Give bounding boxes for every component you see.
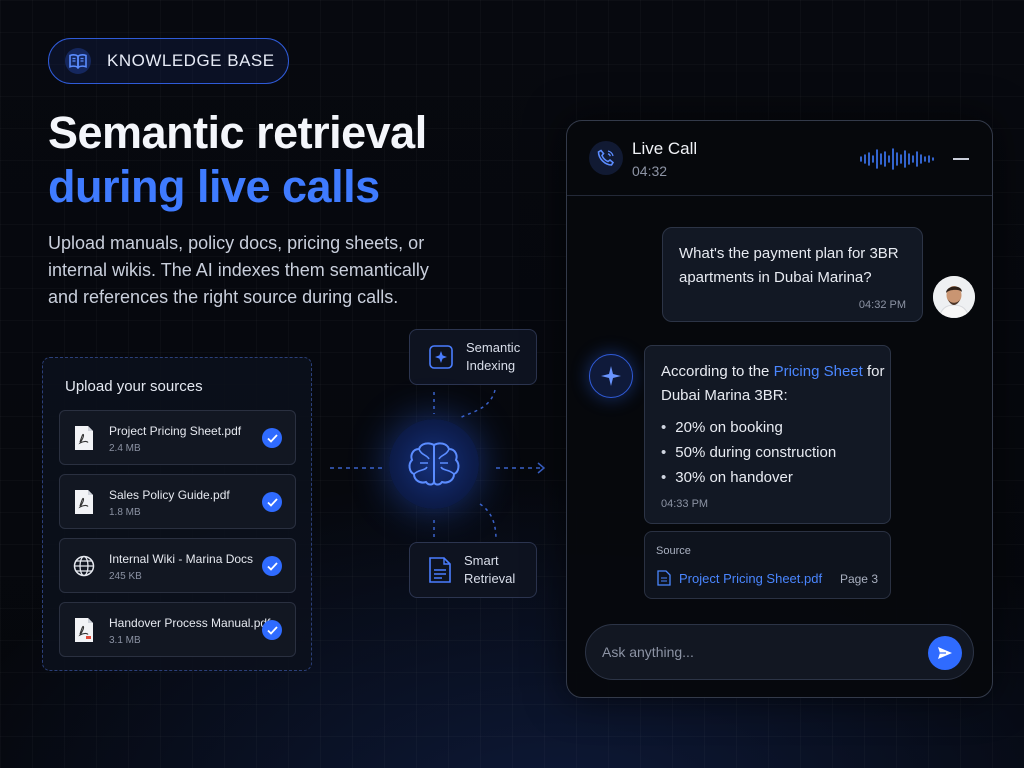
ai-sparkle-icon — [589, 354, 633, 398]
check-icon — [262, 620, 282, 640]
file-size: 3.1 MB — [109, 635, 141, 646]
pdf-icon — [75, 490, 93, 514]
page-title-line2: during live calls — [48, 161, 380, 212]
source-file-link[interactable]: Project Pricing Sheet.pdf — [679, 570, 823, 586]
user-message-text: What's the payment plan for 3BR apartmen… — [679, 245, 899, 286]
smart-retrieval-label-line1: Smart — [464, 553, 499, 568]
list-item: 30% on handover — [661, 465, 836, 490]
file-name: Sales Policy Guide.pdf — [109, 488, 230, 502]
avatar — [933, 276, 975, 318]
document-icon — [657, 570, 671, 586]
smart-retrieval-label-line2: Retrieval — [464, 571, 516, 586]
user-message-time: 04:32 PM — [858, 299, 906, 311]
ai-message-bubble: According to the Pricing Sheet for Dubai… — [644, 345, 891, 524]
file-name: Internal Wiki - Marina Docs — [109, 552, 254, 566]
ai-lead-text: According to the — [661, 363, 774, 380]
page-title-line1: Semantic retrieval — [48, 107, 427, 158]
file-size: 2.4 MB — [109, 443, 141, 454]
pdf-icon — [75, 426, 93, 450]
pricing-sheet-link[interactable]: Pricing Sheet — [773, 363, 863, 380]
file-size: 245 KB — [109, 571, 142, 582]
audio-waveform-icon — [860, 148, 934, 170]
file-item[interactable]: Sales Policy Guide.pdf 1.8 MB — [59, 474, 296, 529]
sparkle-document-icon — [429, 345, 453, 369]
file-name: Handover Process Manual.pdf — [109, 616, 271, 630]
file-size: 1.8 MB — [109, 507, 141, 518]
smart-retrieval-node: Smart Retrieval — [409, 542, 537, 598]
check-icon — [262, 556, 282, 576]
document-icon — [429, 557, 451, 583]
check-icon — [262, 492, 282, 512]
minimize-button[interactable] — [953, 158, 969, 160]
list-item: 20% on booking — [661, 415, 836, 440]
flow-connectors — [330, 389, 546, 541]
source-label: Source — [656, 545, 691, 557]
knowledge-base-badge: KNOWLEDGE BASE — [48, 38, 289, 84]
file-item[interactable]: Handover Process Manual.pdf 3.1 MB — [59, 602, 296, 657]
call-header: Live Call 04:32 — [567, 121, 992, 196]
brain-icon — [408, 442, 460, 486]
ai-message-lead: According to the Pricing Sheet for Dubai… — [661, 360, 886, 408]
semantic-indexing-label-line2: Indexing — [466, 358, 516, 373]
send-button[interactable] — [928, 636, 962, 670]
live-call-panel: Live Call 04:32 What's the payment plan … — [566, 120, 993, 698]
page-description: Upload manuals, policy docs, pricing she… — [48, 233, 429, 307]
ask-input-bar[interactable] — [585, 624, 974, 680]
file-item[interactable]: Internal Wiki - Marina Docs 245 KB — [59, 538, 296, 593]
source-card[interactable]: Source Project Pricing Sheet.pdf Page 3 — [644, 531, 891, 599]
user-message-bubble: What's the payment plan for 3BR apartmen… — [662, 227, 923, 322]
file-name: Project Pricing Sheet.pdf — [109, 424, 242, 438]
globe-icon — [73, 555, 95, 577]
call-title: Live Call — [632, 139, 698, 158]
file-item[interactable]: Project Pricing Sheet.pdf 2.4 MB — [59, 410, 296, 465]
source-page: Page 3 — [839, 572, 878, 586]
payment-plan-list: 20% on booking 50% during construction 3… — [661, 415, 836, 490]
ai-message-time: 04:33 PM — [661, 498, 709, 510]
pdf-icon — [75, 618, 93, 642]
page-title: Semantic retrieval during live calls — [48, 106, 427, 214]
semantic-indexing-label-line1: Semantic — [466, 340, 521, 355]
ai-lead-text-end: for Dubai Marina 3BR: — [661, 363, 885, 404]
upload-sources-panel[interactable]: Upload your sources Project Pricing Shee… — [42, 357, 312, 671]
list-item: 50% during construction — [661, 440, 836, 465]
book-open-icon — [65, 48, 91, 74]
ai-brain-hub — [389, 419, 479, 509]
phone-call-icon — [589, 141, 623, 175]
check-icon — [262, 428, 282, 448]
semantic-indexing-node: Semantic Indexing — [409, 329, 537, 385]
send-icon — [938, 647, 952, 659]
upload-sources-title: Upload your sources — [65, 378, 203, 395]
badge-label: KNOWLEDGE BASE — [107, 51, 275, 70]
call-duration: 04:32 — [632, 163, 668, 179]
ask-input[interactable] — [602, 625, 902, 679]
